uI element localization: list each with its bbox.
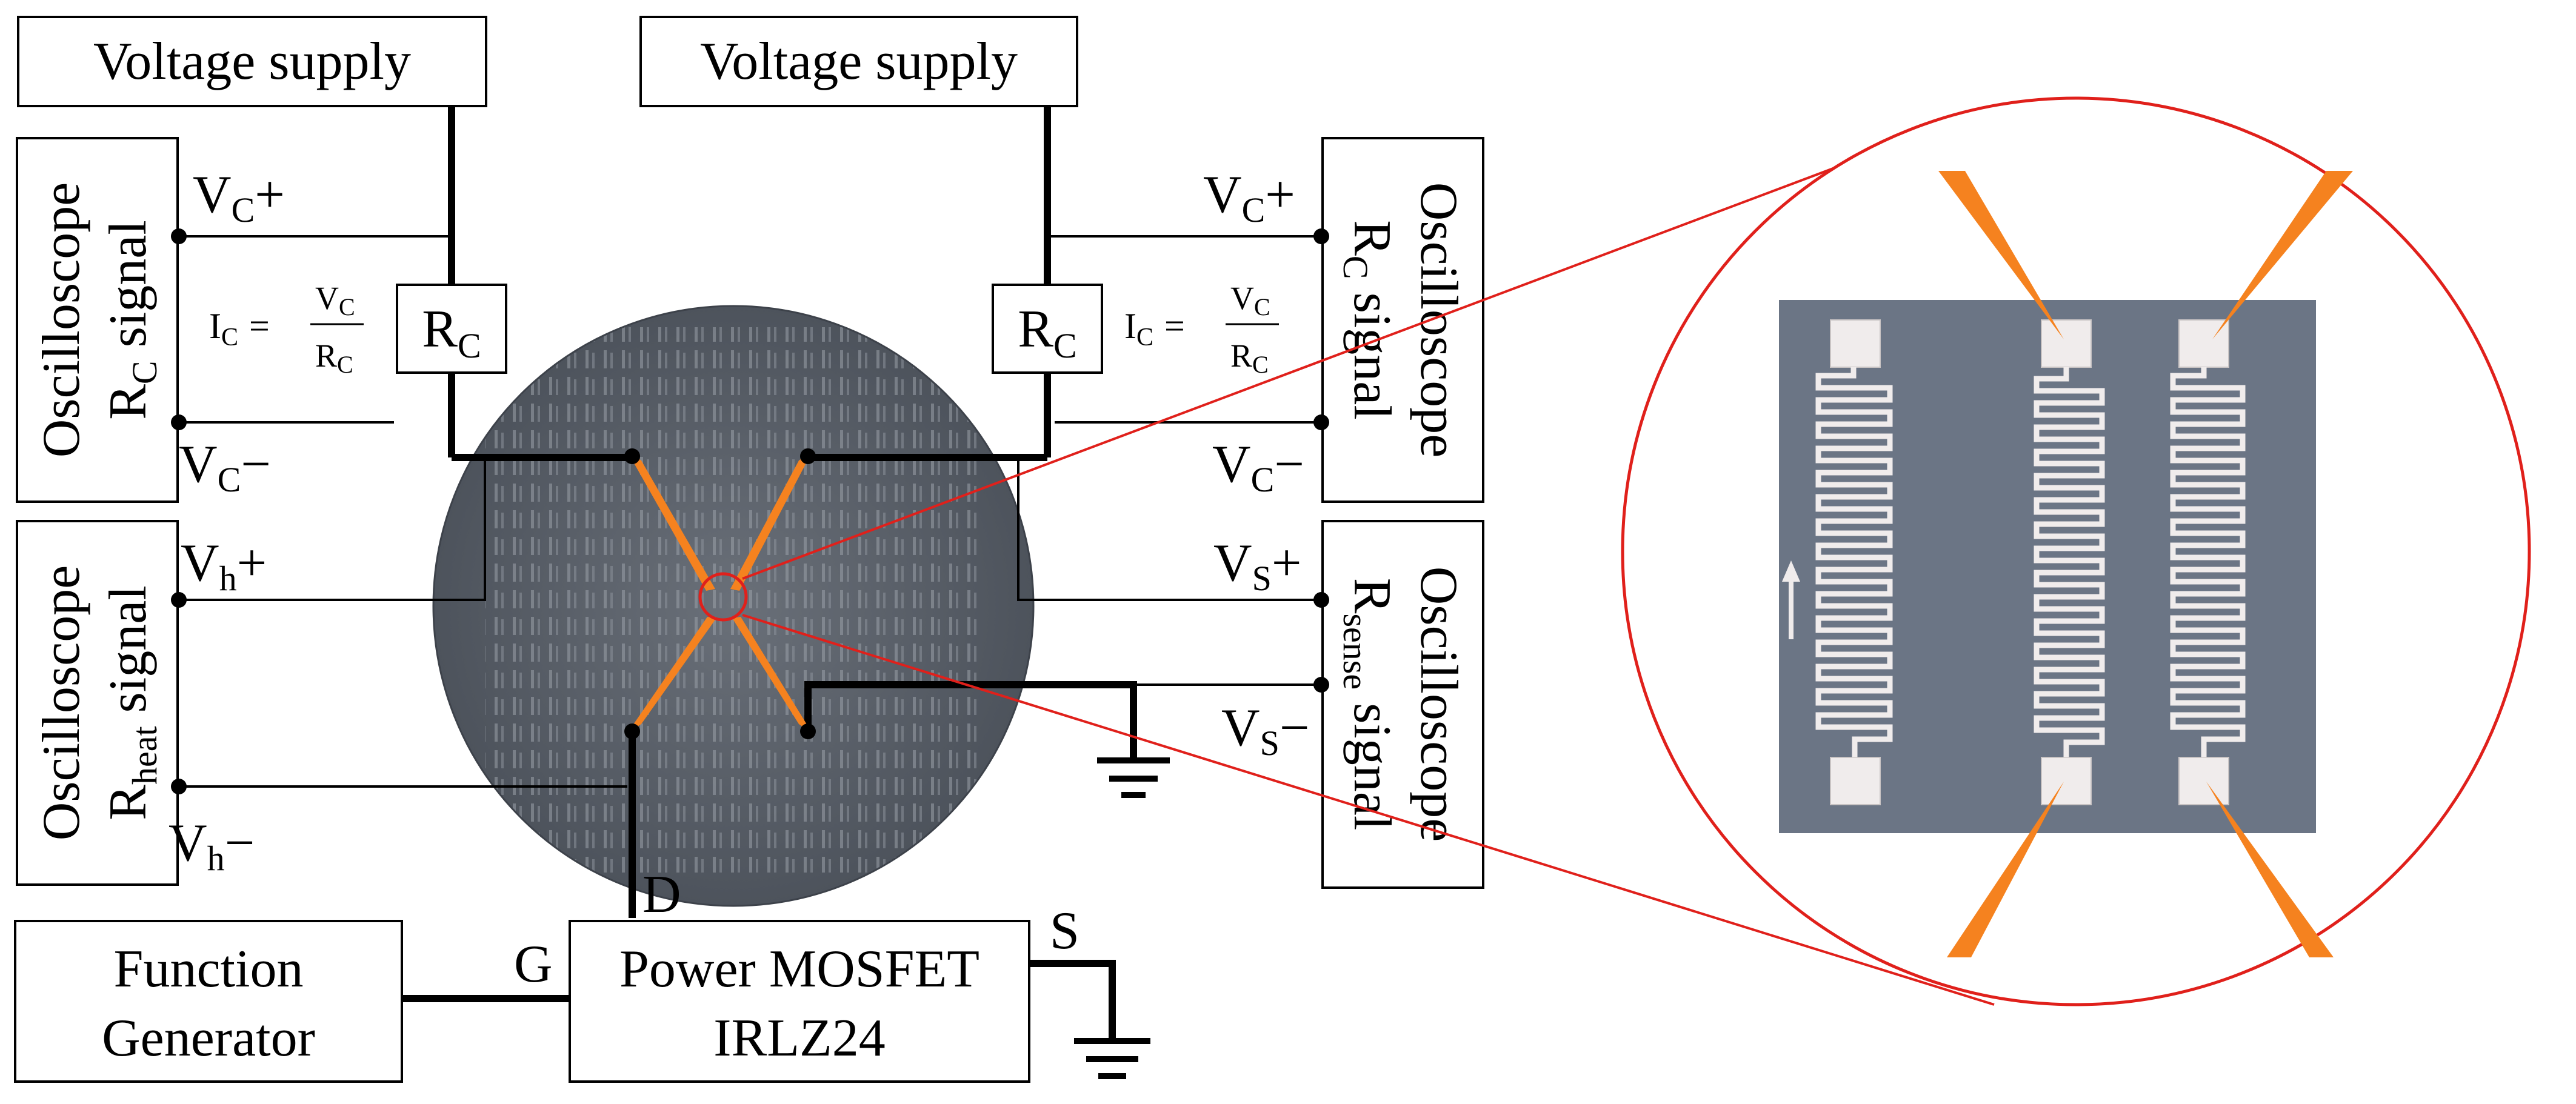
arrow-mark [1782,560,1800,639]
resistor-left-sub: C [458,326,481,365]
resistor-left-label: R [422,300,458,359]
oscilloscope-bottom-right-title: Oscilloscope [1409,567,1468,842]
inset-probes [1938,171,2353,957]
mosfet: Power MOSFET IRLZ24 [569,920,1030,1083]
vc-plus-left: VC+ [193,165,285,230]
probe-contact-dots [624,448,816,739]
svg-text:RC signal: RC signal [1336,220,1401,420]
oscilloscope-top-left-title: Oscilloscope [32,182,91,458]
vs-plus: VS+ [1213,534,1301,598]
function-generator: Function Generator [14,920,403,1083]
svg-text:Rheat signal: Rheat signal [99,585,164,820]
current-formula-right: IC= VC RC [1124,280,1279,378]
svg-text:IC=: IC= [1124,306,1185,351]
wafer-probes [627,451,812,733]
wafer-image [432,305,1035,907]
wiring-right [804,106,1321,798]
voltage-supply-right: Voltage supply [639,16,1078,107]
zoom-lines [742,107,1995,1006]
svg-text:Generator: Generator [102,1009,315,1068]
magnified-inset [1621,96,2531,1006]
vc-plus-right: VC+ [1203,165,1295,230]
terminal-dots [171,228,1329,794]
oscilloscope-top-left: Oscilloscope RC signal [16,137,179,503]
svg-text:VC: VC [315,280,355,321]
zoom-region-marker [698,572,748,622]
vc-minus-right: VC− [1212,435,1304,499]
oscilloscope-top-right: Oscilloscope RC signal [1321,137,1484,503]
drain-label: D [642,865,681,924]
svg-text:RC: RC [1230,338,1269,378]
vs-minus: VS− [1221,699,1309,763]
svg-text:RC: RC [422,300,481,365]
vc-minus-left: VC− [179,435,271,499]
voltage-supply-left-label: Voltage supply [93,32,411,91]
resistor-right-sub: C [1053,326,1077,365]
resistor-left: RC [396,284,507,374]
source-label: S [1050,902,1079,960]
svg-text:RC: RC [315,338,353,378]
wiring-left [179,106,636,918]
resistor-right: RC [992,284,1103,374]
current-formula-left: IC= VC RC [209,280,364,378]
oscilloscope-top-right-title: Oscilloscope [1409,182,1468,458]
oscilloscope-bottom-right: Oscilloscope Rsense signal [1321,520,1484,889]
oscilloscope-bottom-left: Oscilloscope Rheat signal [16,520,179,886]
vh-minus: Vh− [169,814,255,878]
voltage-supply-left: Voltage supply [17,16,487,107]
svg-text:VC: VC [1230,280,1270,321]
meander-resistors [1815,367,2246,757]
voltage-supply-right-label: Voltage supply [700,32,1018,91]
vh-plus: Vh+ [181,534,267,598]
svg-text:RC signal: RC signal [99,220,164,420]
gate-label: G [514,935,553,994]
svg-text:Function: Function [114,940,304,999]
oscilloscope-bottom-left-title: Oscilloscope [32,565,91,841]
mosfet-wiring [402,960,1150,1079]
svg-text:IC=: IC= [209,306,270,351]
svg-text:IRLZ24: IRLZ24 [713,1009,886,1068]
svg-text:Rsense signal: Rsense signal [1336,578,1401,831]
resistor-right-label: R [1018,300,1053,359]
contact-pads [1830,319,2229,805]
svg-text:RC: RC [1018,300,1076,365]
svg-text:Power MOSFET: Power MOSFET [619,940,979,999]
